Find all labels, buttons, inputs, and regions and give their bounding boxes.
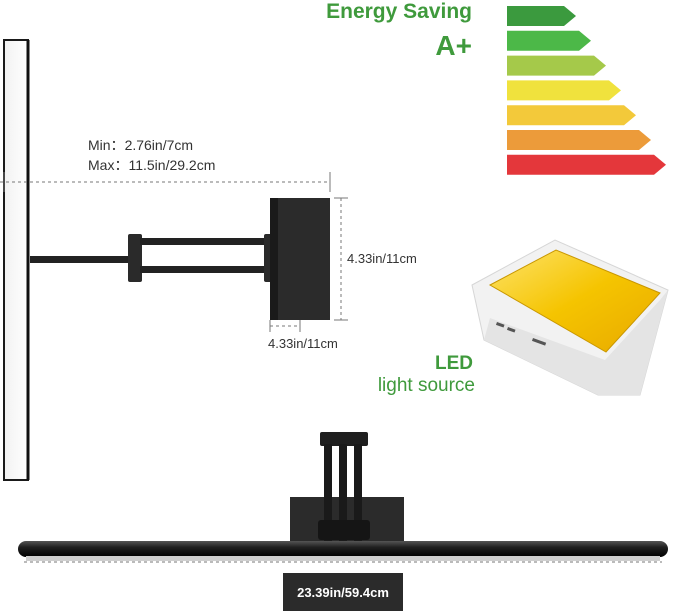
max-label: Max： [88, 157, 129, 173]
energy-saving-title: Energy Saving [326, 0, 472, 23]
picture-light-front-view-icon [18, 432, 668, 563]
led-chip-icon [471, 239, 669, 396]
max-value: 11.5in [128, 157, 166, 173]
led-subtitle: light source [377, 375, 475, 396]
min-label: Min： [88, 137, 125, 153]
picture-light-side-view-icon [30, 198, 330, 320]
energy-bar-4 [507, 80, 621, 101]
max-unit: /29.2cm [165, 157, 216, 173]
energy-bar-7 [507, 154, 666, 175]
base-height-label: 4.33in/11cm [347, 251, 417, 266]
energy-rating-bars [507, 6, 666, 175]
wall-panel-icon [3, 39, 30, 481]
min-unit: /7cm [162, 137, 194, 153]
energy-bar-1 [507, 6, 576, 26]
depth-dimension-line [269, 320, 301, 332]
led-title: LED [435, 353, 473, 374]
min-extension-text: Min：2.76in/7cm [88, 135, 193, 155]
energy-grade: A+ [435, 30, 472, 61]
extension-dimension-line [0, 172, 331, 192]
base-depth-label: 4.33in/11cm [268, 336, 338, 351]
energy-bar-2 [507, 30, 591, 51]
bar-width-label: 23.39in/59.4cm [283, 573, 403, 611]
min-value: 2.76in [124, 137, 163, 153]
height-dimension-line [334, 197, 348, 321]
energy-bar-6 [507, 130, 651, 150]
energy-bar-3 [507, 55, 606, 76]
max-extension-text: Max：11.5in/29.2cm [88, 155, 215, 175]
energy-bar-5 [507, 105, 636, 126]
